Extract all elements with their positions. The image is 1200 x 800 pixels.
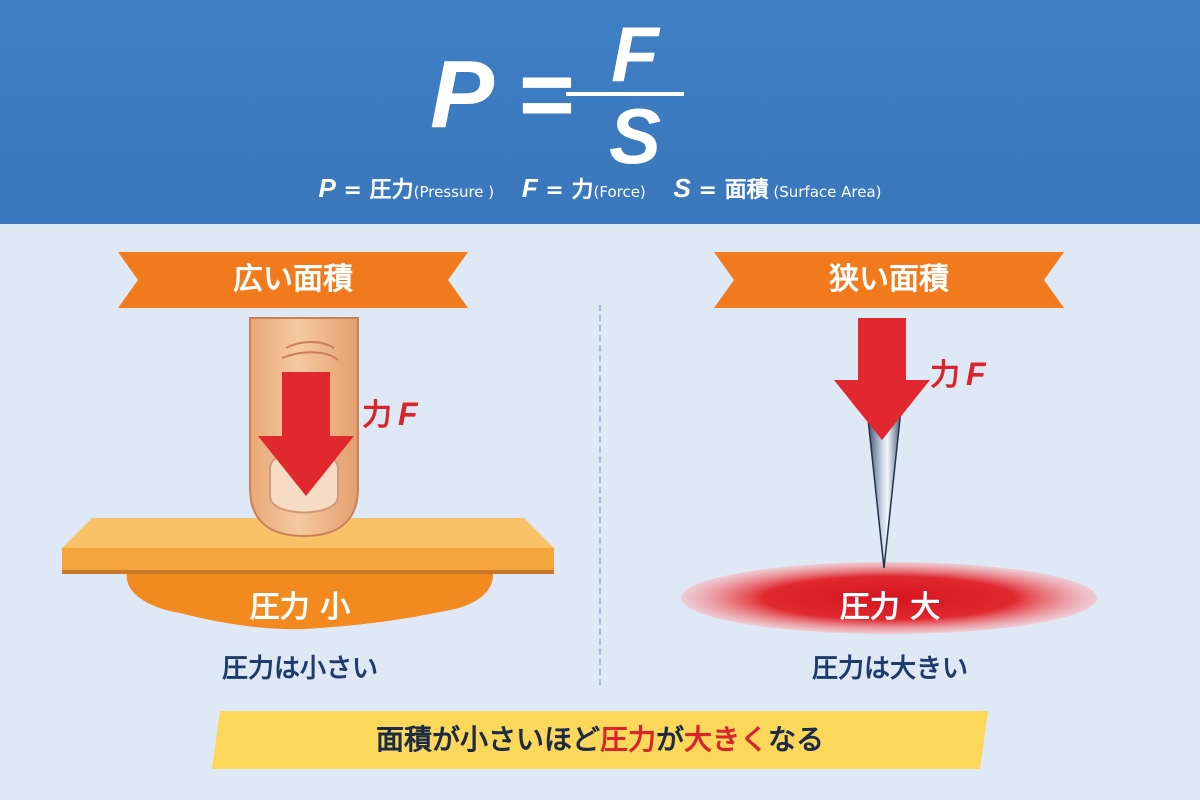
legend-item-pressure: P = 圧力(Pressure )	[318, 173, 495, 203]
right-title: 狭い面積	[829, 262, 949, 297]
right-title-ribbon	[714, 252, 1064, 308]
left-down-arrow-icon	[258, 372, 354, 496]
left-caption: 圧力は小さい	[221, 654, 378, 684]
formula-numerator: F	[611, 10, 659, 98]
legend-item-force: F = 力(Force)	[521, 173, 646, 203]
variable-legend: P = 圧力(Pressure ) F = 力(Force) S = 面積 (S…	[0, 172, 1200, 204]
formula-header: P = F S P = 圧力(Pressure ) F = 力(Force) S…	[0, 0, 1200, 224]
center-divider	[599, 305, 601, 685]
left-title: 広い面積	[233, 262, 353, 297]
left-pressure-tag: 圧力 小	[249, 590, 351, 625]
high-pressure-spot	[681, 562, 1097, 634]
right-down-arrow-icon	[834, 318, 930, 440]
formula-lhs: P =	[430, 41, 574, 148]
summary-text: 面積が小さいほど圧力が大きくなる	[375, 723, 825, 756]
right-caption: 圧力は大きい	[811, 654, 968, 684]
legend-item-area: S = 面積 (Surface Area)	[673, 173, 882, 203]
formula-denominator: S	[608, 92, 662, 180]
left-title-ribbon	[118, 252, 468, 308]
formula-fraction-bar	[566, 92, 684, 96]
right-pressure-tag: 圧力 大	[839, 590, 941, 625]
low-pressure-spread	[126, 558, 494, 630]
